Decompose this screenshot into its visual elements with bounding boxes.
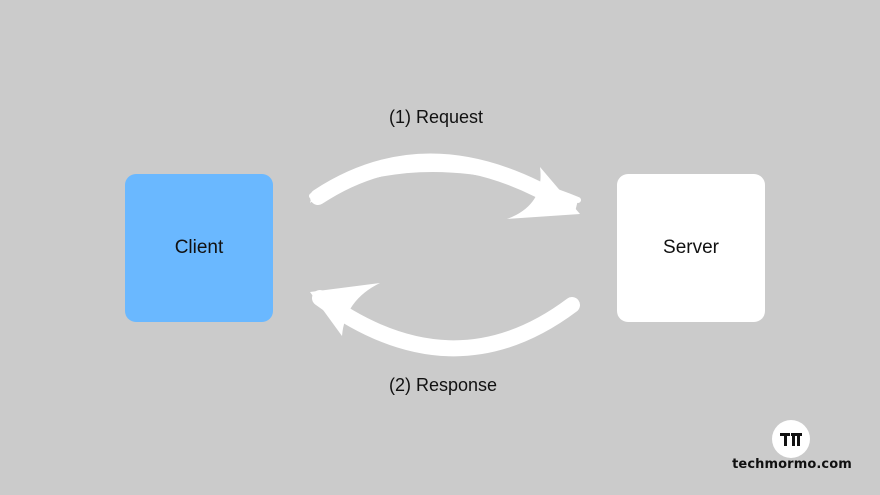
logo-mark-icon [772,420,810,458]
logo-text: techmormo.com [732,457,852,472]
server-label: Server [663,237,719,258]
brand-logo: techmormo.com [724,420,860,480]
response-label: (2) Response [389,375,498,395]
server-node: Server [617,174,765,322]
client-label: Client [174,237,224,258]
request-arrow [309,153,581,219]
response-arrow [310,283,580,357]
client-node: Client [125,174,273,322]
request-label: (1) Request [389,107,484,127]
